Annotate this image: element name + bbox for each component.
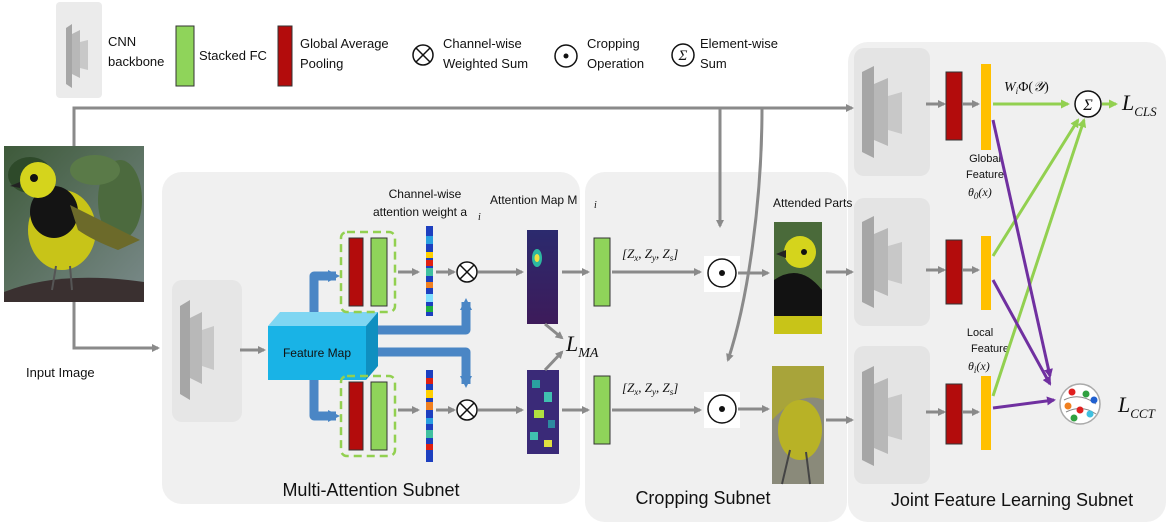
upper-fc-group xyxy=(339,230,397,314)
local-feature-theta: θi(x) xyxy=(968,359,990,375)
sum-icon: Σ xyxy=(671,43,695,67)
svg-text:Σ: Σ xyxy=(1082,97,1093,114)
crop-fc-lower xyxy=(593,375,611,445)
crop-op-upper-icon xyxy=(704,256,740,292)
cct-cluster-icon xyxy=(1059,383,1101,425)
multi-attention-title: Multi-Attention Subnet xyxy=(282,480,459,500)
attention-map-sub: i xyxy=(594,200,597,211)
channel-weight-sub: i xyxy=(478,212,481,223)
gap-icon xyxy=(277,25,293,87)
stacked-fc-icon xyxy=(175,25,195,87)
attended-parts-label: Attended Parts xyxy=(773,196,852,210)
channel-sum-icon xyxy=(412,44,434,66)
svg-text:Feature Map: Feature Map xyxy=(283,346,351,360)
purple-arrows xyxy=(991,119,1056,410)
lower-attention-map xyxy=(527,370,559,454)
blue-arrows xyxy=(309,270,472,422)
upper-channel-sum-icon xyxy=(456,261,478,283)
attended-part-lower xyxy=(772,366,824,485)
lower-attention-weights xyxy=(426,370,433,462)
cnn-backbone-icon xyxy=(66,24,88,88)
lower-channel-sum-icon xyxy=(456,399,478,421)
attended-part-upper xyxy=(774,222,822,334)
joint-feature-bars xyxy=(981,64,991,450)
ma-backbone-icon xyxy=(180,300,214,400)
joint-backbones xyxy=(854,48,930,484)
upper-attention-map xyxy=(527,230,558,324)
green-arrows xyxy=(991,99,1087,397)
upper-attention-weights xyxy=(426,226,433,316)
w-phi-label: WiΦ(𝒴) xyxy=(1004,80,1049,96)
cropping-title: Cropping Subnet xyxy=(635,488,770,508)
loss-cct: LCCT xyxy=(1117,392,1156,421)
crop-fc-upper xyxy=(593,237,611,307)
ma-loss-arrows xyxy=(543,322,564,372)
feature-map: Feature Map xyxy=(268,312,378,380)
crop-op-lower-icon xyxy=(704,392,740,428)
attention-map-label: Attention Map M xyxy=(490,193,577,207)
input-image xyxy=(4,146,144,302)
element-sum-icon: Σ xyxy=(1074,90,1102,118)
global-feature-theta: θ0(x) xyxy=(968,185,992,201)
svg-text:Σ: Σ xyxy=(678,48,688,64)
input-image-label: Input Image xyxy=(26,365,95,380)
loss-ma: LMA xyxy=(565,331,599,361)
top-routing xyxy=(72,104,854,362)
svg-text:Stacked FC: Stacked FC xyxy=(199,48,267,63)
joint-gap-bars xyxy=(945,71,963,445)
crop-op-icon xyxy=(554,44,578,68)
lower-fc-group xyxy=(339,374,397,458)
loss-cls: LCLS xyxy=(1121,90,1157,119)
joint-title: Joint Feature Learning Subnet xyxy=(891,490,1133,510)
